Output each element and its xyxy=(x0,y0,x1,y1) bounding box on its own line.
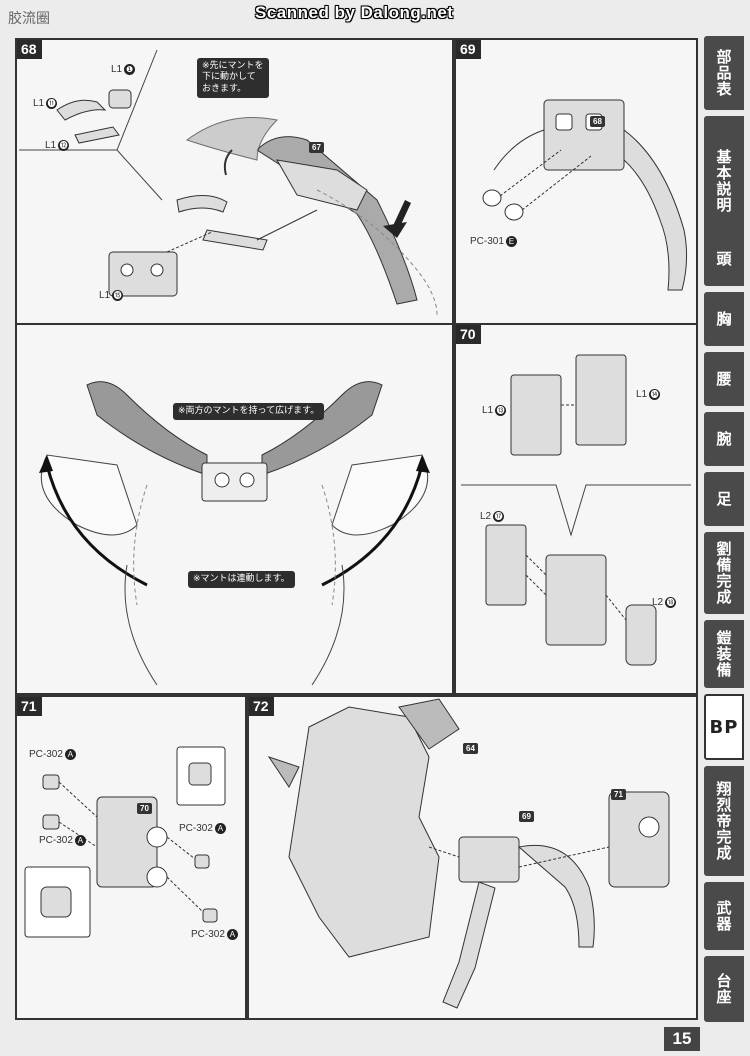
note-move-cape: ※先にマントを 下に動かして おきます。 xyxy=(197,58,269,98)
note-spread-capes: ※両方のマントを持って広げます。 xyxy=(173,403,325,421)
tab-basic-explanation[interactable]: 基本説明 xyxy=(704,116,744,246)
step-70-illustration xyxy=(461,354,691,666)
ref-step-69: 69 xyxy=(519,811,534,822)
step-68-illustration xyxy=(19,49,438,316)
tab-head[interactable]: 頭 xyxy=(704,232,744,286)
step-number: 72 xyxy=(249,697,274,716)
tab-leg[interactable]: 足 xyxy=(704,472,744,526)
tab-bp[interactable]: BP xyxy=(704,694,744,760)
step-71-illustration xyxy=(24,746,226,938)
tab-parts-list[interactable]: 部品表 xyxy=(704,36,744,110)
cape-spread-panel: ※両方のマントを持って広げます。 ※マントは連動します。 xyxy=(15,323,454,695)
ref-step-64: 64 xyxy=(463,743,478,754)
page-number: 15 xyxy=(664,1027,700,1051)
step-number: 69 xyxy=(456,40,481,59)
tab-emperor-complete[interactable]: 翔烈帝完成 xyxy=(704,766,744,876)
tab-waist[interactable]: 腰 xyxy=(704,352,744,406)
ref-step-68: 68 xyxy=(590,116,605,127)
tab-weapons[interactable]: 武器 xyxy=(704,882,744,950)
step-72-illustration xyxy=(267,698,670,1009)
scan-credit: Scanned by Dalong.net xyxy=(255,3,454,22)
tab-arm[interactable]: 腕 xyxy=(704,412,744,466)
tab-liubei-complete[interactable]: 劉備完成 xyxy=(704,532,744,614)
step-number: 68 xyxy=(17,40,42,59)
ref-step-71: 71 xyxy=(611,789,626,800)
tab-base[interactable]: 台座 xyxy=(704,956,744,1022)
step-number: 71 xyxy=(17,697,42,716)
step-69-illustration xyxy=(482,99,688,291)
ref-step-70: 70 xyxy=(137,803,152,814)
note-capes-linked: ※マントは連動します。 xyxy=(188,571,295,589)
step-72-panel: 72 64 69 71 xyxy=(247,695,698,1020)
cape-spread-illustration xyxy=(39,381,430,686)
tab-armor-equip[interactable]: 鎧装備 xyxy=(704,620,744,688)
tab-chest[interactable]: 胸 xyxy=(704,292,744,346)
header-logo-text: 胶流圈 xyxy=(8,11,50,27)
step-number: 70 xyxy=(456,325,481,344)
ref-step-67: 67 xyxy=(309,142,324,153)
